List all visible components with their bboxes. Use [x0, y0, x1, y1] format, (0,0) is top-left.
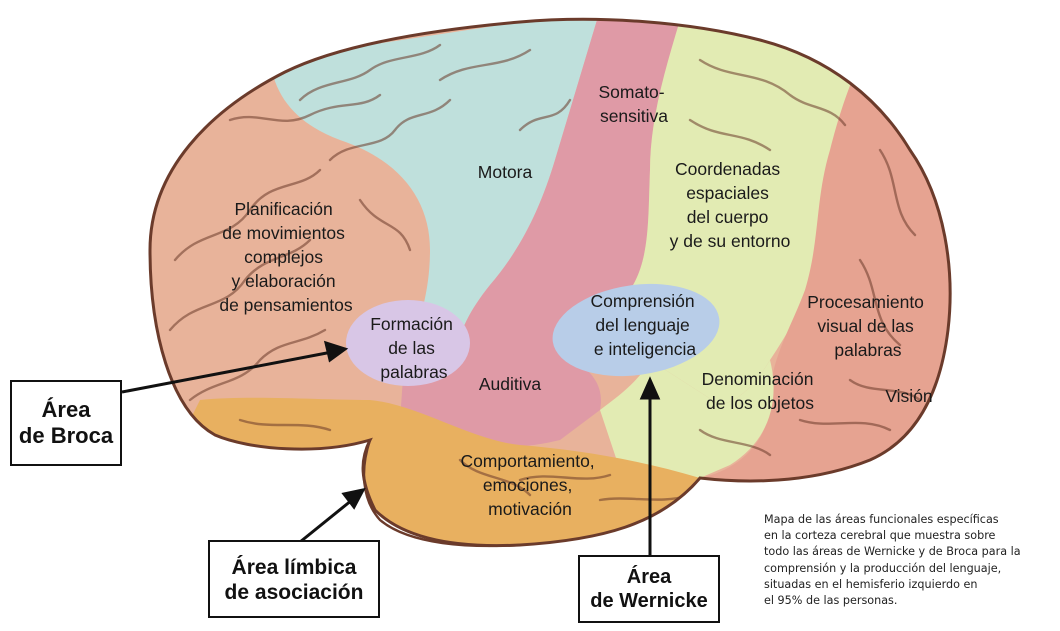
label-somatosensitiva: Somato- sensitiva — [598, 82, 669, 126]
wernicke-area — [552, 283, 720, 377]
callout-wernicke-line2: de Wernicke — [590, 590, 708, 612]
limbic-arrow-line — [299, 498, 353, 544]
label-comprension: Comprensión del lenguaje e inteligencia — [591, 291, 700, 359]
callout-limbica-line1: Área límbica — [231, 556, 357, 579]
temporal-yellow — [600, 360, 774, 478]
broca-arrow-line — [121, 350, 333, 394]
caption-line: en la corteza cerebral que muestra sobre — [764, 529, 996, 543]
label-denominacion: Denominación de los objetos — [702, 369, 819, 413]
wernicke-arrowhead — [639, 376, 661, 400]
caption-line: el 95% de las personas. — [764, 594, 898, 608]
label-motora: Motora — [478, 162, 533, 182]
callout-broca-line1: Área — [41, 397, 91, 422]
figure-caption: Mapa de las áreas funcionales específica… — [764, 512, 1056, 609]
motor-cortex — [270, 19, 600, 355]
region-labels: Somato- sensitiva Motora Coordenadas esp… — [219, 82, 932, 519]
limbic-arrowhead — [341, 487, 366, 510]
label-procesamiento: Procesamiento visual de las palabras — [807, 292, 929, 360]
temporal-outline — [362, 439, 521, 548]
label-auditiva: Auditiva — [479, 374, 542, 394]
callout-arrows — [121, 340, 661, 555]
callout-limbica: Área límbica de asociación — [208, 540, 380, 618]
caption-line: situadas en el hemisferio izquierdo en — [764, 577, 978, 591]
callout-broca-line2: de Broca — [18, 423, 114, 449]
broca-arrowhead — [323, 340, 349, 363]
label-vision: Visión — [885, 386, 932, 406]
caption-line: Mapa de las áreas funcionales específica… — [764, 513, 999, 526]
caption-line: todo las áreas de Wernicke y de Broca pa… — [764, 545, 1021, 559]
broca-area — [346, 300, 470, 386]
callout-wernicke-line1: Área — [626, 566, 672, 588]
callout-limbica-line2: de asociación — [224, 581, 364, 605]
label-planificacion: Planificación de movimientos complejos y… — [219, 199, 353, 315]
somatosensory-cortex — [405, 19, 680, 420]
gyri-texture — [168, 43, 922, 502]
label-coordenadas: Coordenadas espaciales del cuerpo y de s… — [670, 159, 791, 251]
label-formacion: Formación de las palabras — [370, 314, 458, 382]
label-comportamiento: Comportamiento, emociones, motivación — [460, 451, 599, 519]
callout-wernicke: Área de Wernicke — [578, 555, 720, 623]
caption-line: comprensión y la producción del lenguaje… — [764, 561, 1002, 575]
callout-broca: Área de Broca — [10, 380, 122, 466]
